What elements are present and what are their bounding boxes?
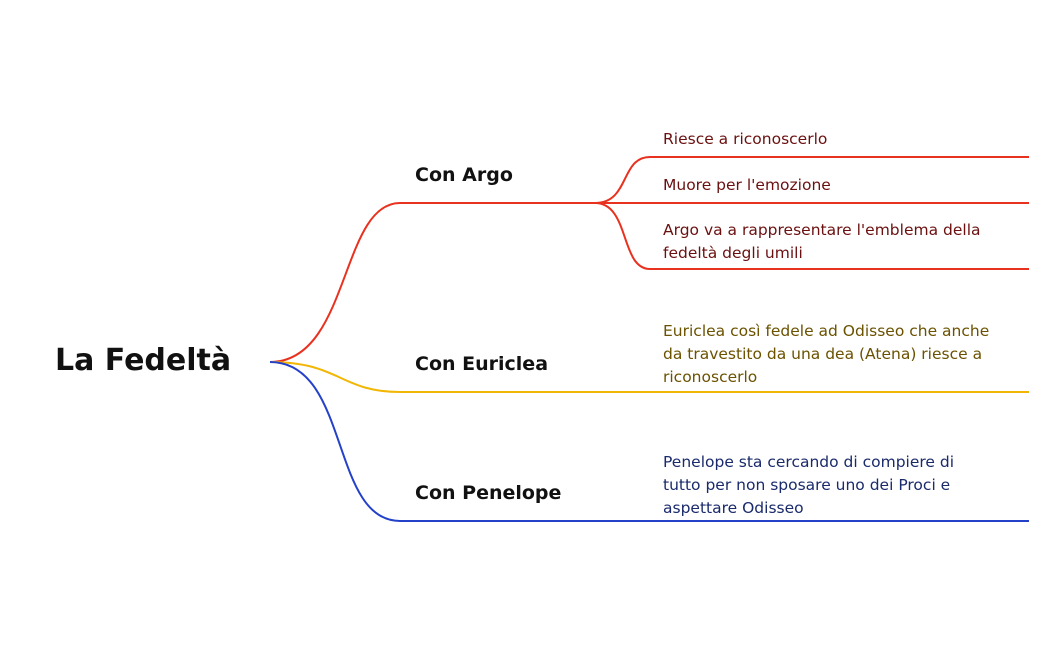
root-topic[interactable]: La Fedeltà — [55, 343, 232, 378]
leaf-line: Argo va a rappresentare l'emblema della — [663, 221, 981, 239]
leaf-line: Riesce a riconoscerlo — [663, 130, 828, 148]
leaf-line: fedeltà degli umili — [663, 244, 803, 262]
leaf-line: aspettare Odisseo — [663, 499, 804, 517]
connector-euriclea — [269, 361, 1029, 393]
leaf-argo-muore[interactable]: Muore per l'emozione — [663, 174, 831, 197]
branch-con-penelope[interactable]: Con Penelope — [415, 482, 562, 504]
leaf-line: tutto per non sposare uno dei Proci e — [663, 476, 951, 494]
connector-argo-leaf-3 — [594, 202, 1029, 270]
connector-penelope — [269, 361, 1029, 522]
leaf-argo-emblema[interactable]: Argo va a rappresentare l'emblema della … — [663, 219, 981, 265]
leaf-line: Muore per l'emozione — [663, 176, 831, 194]
leaf-penelope[interactable]: Penelope sta cercando di compiere di tut… — [663, 451, 954, 520]
leaf-argo-riconosce[interactable]: Riesce a riconoscerlo — [663, 128, 827, 151]
leaf-line: Penelope sta cercando di compiere di — [663, 453, 955, 471]
connector-argo-leaf-1 — [594, 156, 1029, 204]
branch-con-argo[interactable]: Con Argo — [415, 164, 513, 186]
connector-argo — [269, 202, 595, 363]
branch-con-euriclea[interactable]: Con Euriclea — [415, 353, 549, 375]
leaf-line: da travestito da una dea (Atena) riesce … — [663, 345, 983, 363]
leaf-line: riconoscerlo — [663, 368, 758, 386]
leaf-euriclea[interactable]: Euriclea così fedele ad Odisseo che anch… — [663, 320, 989, 389]
leaf-line: Euriclea così fedele ad Odisseo che anch… — [663, 322, 990, 340]
